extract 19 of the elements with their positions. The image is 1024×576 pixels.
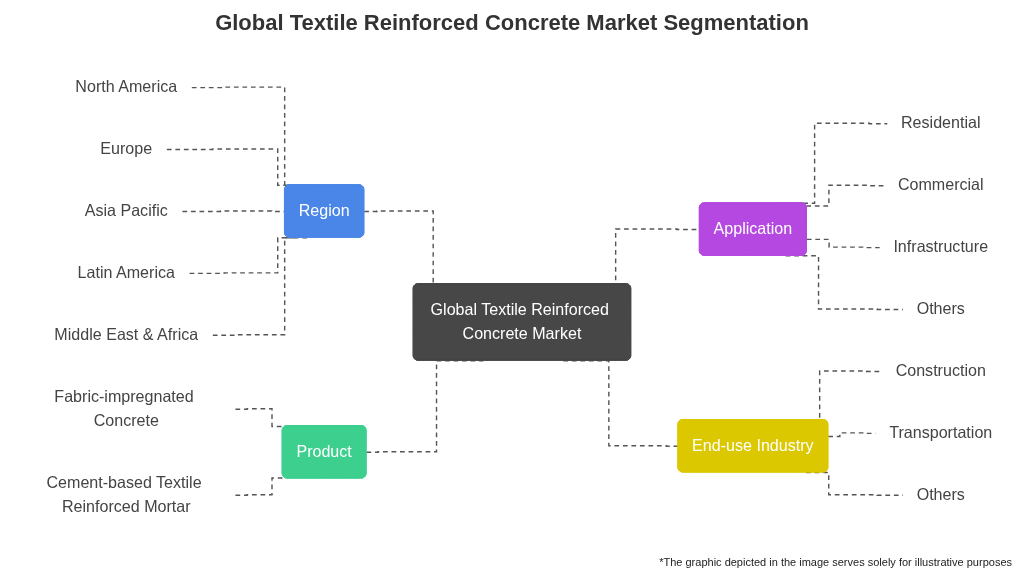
node-text: Fabric-impregnated Concrete: [54, 387, 194, 430]
node-text: Cement-based Textile Reinforced Mortar: [46, 473, 202, 516]
node-text: Latin America: [77, 263, 175, 282]
connector: [827, 432, 877, 438]
node-text: Transportation: [889, 423, 993, 442]
node-text: North America: [75, 77, 178, 96]
node-text: Construction: [895, 361, 986, 380]
node-text: Europe: [100, 139, 153, 158]
node-text: Asia Pacific: [84, 201, 168, 220]
diagram-title: Global Textile Reinforced Concrete Market Segmentation: [214, 10, 810, 36]
caption: *The graphic depicted in the image serves solely for illustrative purposes: [659, 556, 1012, 568]
node-text: Others: [916, 299, 965, 318]
node-text: Others: [916, 485, 965, 504]
node-text: Middle East & Africa: [54, 325, 199, 344]
node-text: Commercial: [897, 176, 984, 194]
node-text: Residential: [900, 114, 981, 133]
connector: [806, 238, 881, 249]
node-text: Infrastructure: [893, 237, 989, 256]
connector: [805, 184, 885, 207]
